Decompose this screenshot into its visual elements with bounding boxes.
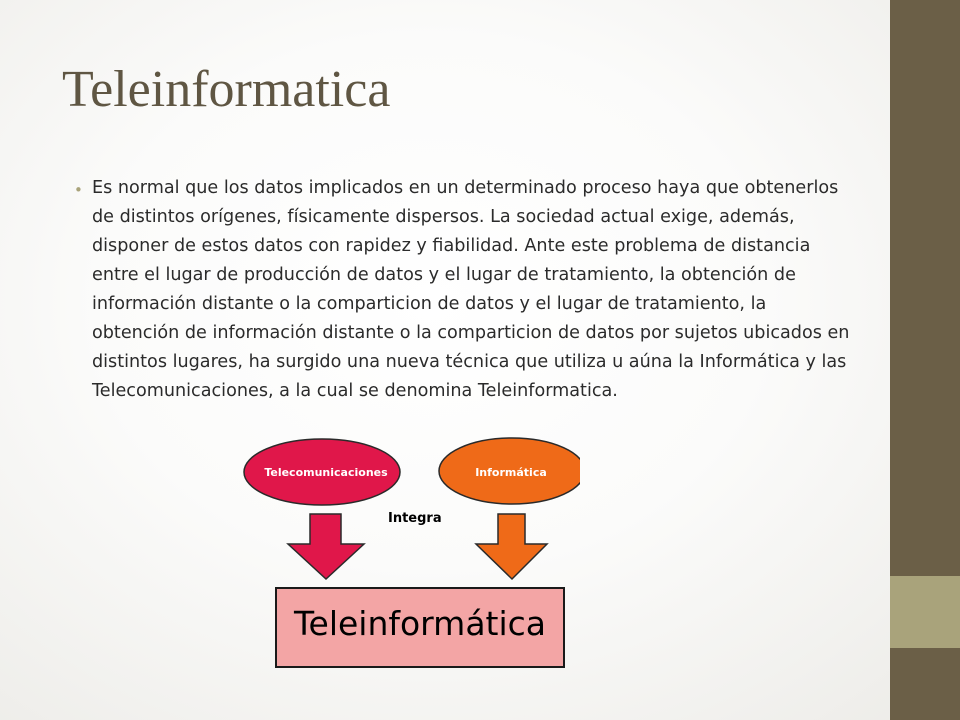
bullet-text: Es normal que los datos implicados en un… — [92, 178, 850, 401]
telecom-label: Telecomunicaciones — [264, 466, 388, 479]
diagram-shapes — [243, 437, 580, 668]
informatica-label: Informática — [475, 466, 547, 479]
telecom-ellipse — [243, 438, 401, 506]
side-band-accent — [890, 576, 960, 648]
bullet-marker: • — [74, 181, 83, 199]
diagram: Telecomunicaciones Informática Integra T… — [240, 432, 580, 672]
informatica-arrow — [474, 513, 549, 581]
telecom-arrow — [286, 513, 366, 581]
side-band-top — [890, 0, 960, 576]
result-label: Teleinformática — [293, 604, 547, 643]
result-box — [275, 587, 565, 668]
integra-label: Integra — [388, 511, 442, 526]
side-band-bottom — [890, 648, 960, 720]
slide-title: Teleinformatica — [62, 61, 391, 118]
informatica-ellipse — [438, 437, 580, 505]
